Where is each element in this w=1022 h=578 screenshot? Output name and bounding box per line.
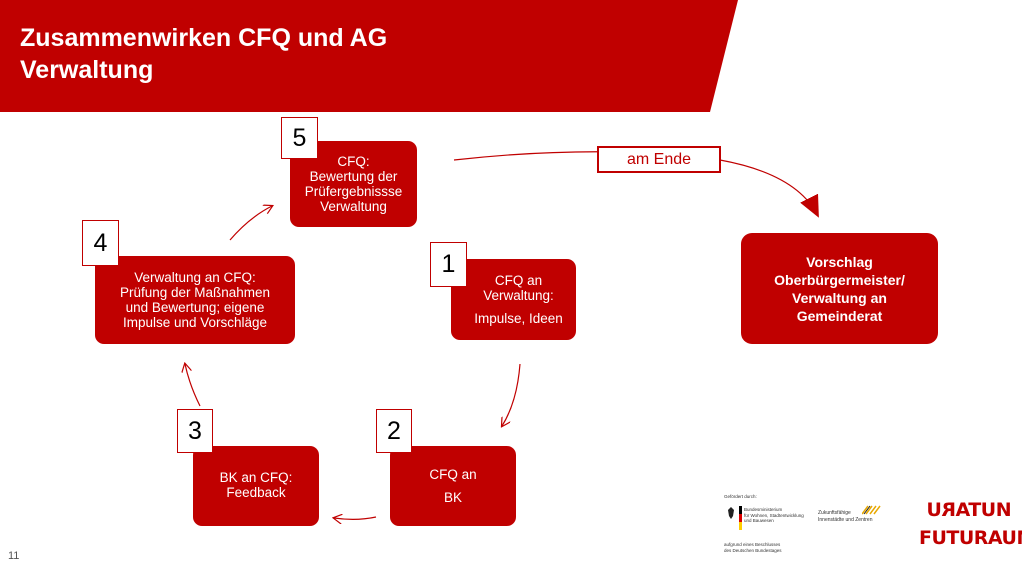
step-3-number: 3: [177, 409, 213, 453]
step-2-number: 2: [376, 409, 412, 453]
step-1-line-3: Impulse, Ideen: [474, 311, 563, 326]
ministry-line-3: und Bauwesen: [744, 518, 774, 523]
step-3-line-1: BK an CFQ:: [219, 470, 293, 485]
german-flag-icon: [739, 506, 742, 530]
step-1-number: 1: [430, 242, 467, 287]
step-5-line-2: Bewertung der: [309, 169, 398, 184]
decision-line-1: aufgrund eines Beschlusses: [724, 542, 781, 547]
program-line-2: Innenstädte und Zentren: [818, 517, 873, 523]
logo-top-text: ИUTARU: [926, 499, 1012, 521]
result-line-4: Gemeinderat: [796, 307, 883, 324]
step-3-line-2: Feedback: [226, 485, 286, 500]
title-line-2: Verwaltung: [20, 56, 154, 84]
program-stripes-icon: [862, 505, 881, 515]
step-5-line-3: Prüfergebnissse: [304, 184, 403, 199]
step-2-line-1: CFQ an: [429, 467, 477, 482]
arrow-1-to-2: [502, 363, 521, 426]
step-1-box: CFQ an Verwaltung: Impulse, Ideen: [451, 259, 576, 340]
title-line-1: Zusammenwirken CFQ und AG: [20, 24, 388, 52]
slide-title: Zusammenwirken CFQ und AG Verwaltung: [20, 22, 387, 86]
step-1-line-1: CFQ an: [494, 273, 543, 288]
end-label: am Ende: [597, 146, 721, 173]
step-4-line-3: und Bewertung; eigene: [125, 300, 265, 315]
step-4-line-1: Verwaltung an CFQ:: [134, 270, 256, 285]
result-line-3: Verwaltung an: [792, 289, 887, 306]
result-line-2: Oberbürgermeister/: [774, 271, 905, 288]
result-line-1: Vorschlag: [806, 253, 873, 270]
futuraum-logo: ИUTARU FUTURAUM: [919, 496, 1022, 568]
step-4-line-4: Impulse und Vorschläge: [122, 315, 268, 330]
step-5-line-1: CFQ:: [337, 154, 370, 169]
step-4-box: Verwaltung an CFQ: Prüfung der Maßnahmen…: [95, 256, 295, 344]
funding-ministry: Bundesministerium für Wohnen, Stadtentwi…: [744, 507, 804, 524]
ministry-line-2: für Wohnen, Stadtentwicklung: [744, 512, 804, 518]
step-5-number: 5: [281, 117, 318, 159]
ministry-line-1: Bundesministerium: [744, 507, 783, 512]
step-2-box: CFQ an BK: [390, 446, 516, 526]
funding-decision: aufgrund eines Beschlusses des Deutschen…: [724, 542, 782, 553]
step-4-number: 4: [82, 220, 119, 266]
header-banner: [0, 0, 738, 112]
step-5-line-4: Verwaltung: [320, 199, 387, 214]
arrow-4-to-5: [229, 206, 272, 241]
federal-eagle-icon: [728, 507, 734, 519]
step-3-box: BK an CFQ: Feedback: [193, 446, 319, 526]
step-1-line-2: Verwaltung:: [483, 288, 554, 303]
logo-top: ИUTARU: [919, 496, 1019, 524]
result-box: Vorschlag Oberbürgermeister/ Verwaltung …: [741, 233, 938, 344]
step-2-line-2: BK: [443, 490, 462, 505]
decision-line-2: des Deutschen Bundestages: [724, 547, 782, 553]
step-4-line-2: Prüfung der Maßnahmen: [119, 285, 271, 300]
arrow-2-to-3: [334, 517, 377, 519]
funding-program: Zukunftsfähige Innenstädte und Zentren: [818, 510, 873, 524]
funding-heading: Gefördert durch:: [724, 494, 757, 499]
arrow-3-to-4: [185, 364, 201, 407]
logo-bottom: FUTURAUM: [919, 527, 1022, 549]
page-number: 11: [8, 550, 20, 562]
program-line-1: Zukunftsfähige: [818, 510, 851, 516]
